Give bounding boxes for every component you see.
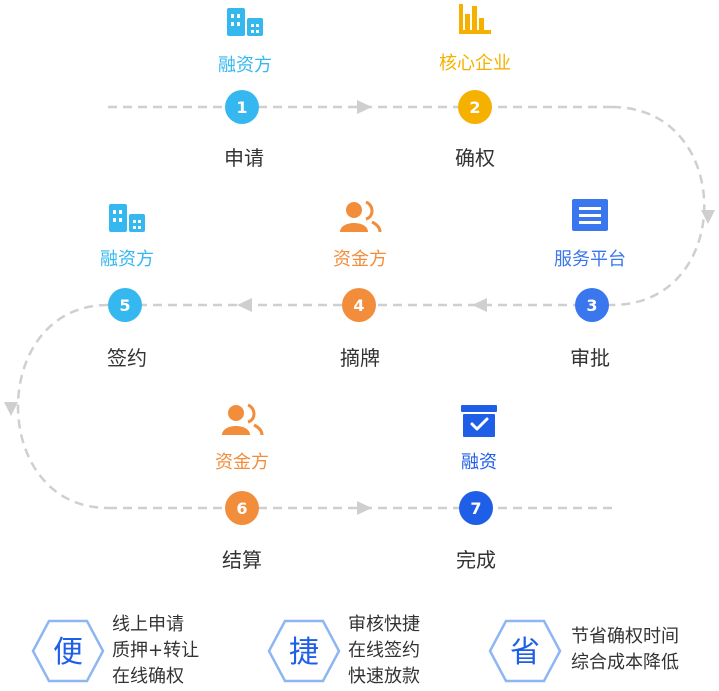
feature-char: 省 [510,635,540,670]
step-number-circle [459,491,493,525]
feature-line: 在线确权 [112,666,184,687]
building-icon [227,8,263,36]
check-box-icon [461,405,497,437]
step-label: 确权 [455,146,495,170]
flow-diagram: 融资方 1 申请 核心企业 2 确权 服务平台 3 审批 [4,4,715,572]
arrow-down-icon [4,402,18,416]
step-number: 6 [236,499,247,518]
step-role-label: 融资 [461,452,497,473]
feature-line: 质押+转让 [112,640,200,661]
arrow-left-icon [472,298,487,312]
users-icon [222,403,264,436]
connector-right-curve [611,105,706,307]
step-5: 融资方 5 签约 [100,204,154,370]
hexagon-badge: 省 [488,619,562,683]
list-document-icon [572,199,608,231]
feature-char: 便 [53,635,83,670]
hexagon-badge: 便 [31,619,105,683]
step-number: 5 [119,296,130,315]
feature-line: 快速放款 [348,666,420,687]
feature-line: 节省确权时间 [571,626,679,647]
step-6: 资金方 6 结算 [215,403,269,572]
step-label: 摘牌 [340,346,380,370]
step-number: 1 [236,98,247,117]
feature-line: 在线签约 [348,640,420,661]
step-number: 7 [470,499,481,518]
step-number-circle [575,288,609,322]
step-number-circle [458,90,492,124]
step-3: 服务平台 3 审批 [554,199,626,370]
feature-text: 节省确权时间 综合成本降低 [571,624,679,676]
arrow-right-icon [357,100,372,114]
step-role-label: 资金方 [215,452,269,473]
step-number: 3 [586,296,597,315]
arrow-right-icon [357,501,372,515]
feature-char: 捷 [289,635,319,670]
step-2: 核心企业 2 确权 [439,4,511,170]
step-label: 申请 [224,146,264,170]
arrow-down-icon [701,210,715,224]
feature-line: 线上申请 [112,614,184,635]
step-label: 审批 [570,346,610,370]
step-label: 签约 [107,346,147,370]
arrow-left-icon [237,298,252,312]
building-icon [109,204,145,232]
connector-left-curve [16,303,109,510]
step-role-label: 服务平台 [554,249,626,270]
step-role-label: 融资方 [218,55,272,76]
feature-line: 综合成本降低 [571,652,679,673]
users-icon [340,200,382,233]
step-4: 资金方 4 摘牌 [333,200,387,370]
step-role-label: 资金方 [333,249,387,270]
arrowheads [4,100,715,515]
step-7: 融资 7 完成 [456,405,497,572]
feature-text: 审核快捷 在线签约 快速放款 [348,612,420,690]
bar-chart-icon [459,4,491,34]
hexagon-badge: 捷 [267,619,341,683]
step-number-circle [225,491,259,525]
step-number: 2 [469,98,480,117]
step-role-label: 核心企业 [439,53,511,74]
step-role-label: 融资方 [100,249,154,270]
step-number: 4 [353,296,364,315]
step-number-circle [342,288,376,322]
feature-text: 线上申请 质押+转让 在线确权 [112,612,199,690]
feature-line: 审核快捷 [348,614,420,635]
step-number-circle [225,90,259,124]
step-label: 结算 [222,548,262,572]
step-label: 完成 [456,548,496,572]
step-1: 融资方 1 申请 [218,8,272,170]
connector-lines [16,105,706,510]
step-number-circle [108,288,142,322]
